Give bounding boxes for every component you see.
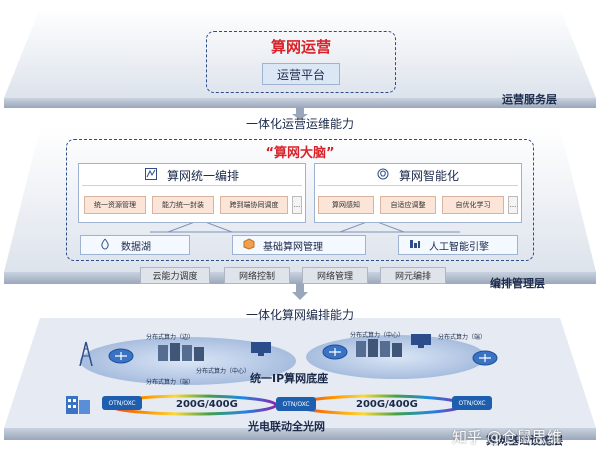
unified-item-0[interactable]: 统一资源管理 bbox=[84, 196, 146, 214]
ai-engine-label: 人工智能引擎 bbox=[429, 241, 489, 253]
cap-network-control[interactable]: 网络控制 bbox=[224, 267, 290, 284]
ops-dashed-box bbox=[206, 31, 396, 93]
orch-layer-label: 编排管理层 bbox=[490, 277, 545, 290]
radio-tower-icon bbox=[79, 341, 93, 366]
speed-label-left: 200G/400G bbox=[176, 399, 238, 410]
cap-network-management[interactable]: 网络管理 bbox=[302, 267, 368, 284]
intelligent-item-more[interactable]: ... bbox=[508, 196, 518, 214]
ops-layer-label: 运营服务层 bbox=[502, 93, 557, 106]
unified-item-2[interactable]: 跨到端协同调度 bbox=[220, 196, 288, 214]
otn-node-1[interactable]: OTN/OXC bbox=[276, 397, 316, 411]
cap-cloud-scheduling[interactable]: 云能力调度 bbox=[140, 267, 210, 284]
basic-compute-net-mgmt-button[interactable]: 基础算网管理 bbox=[232, 235, 366, 255]
unified-orch-header[interactable]: 算网统一编排 bbox=[82, 166, 302, 186]
computer-icon-2 bbox=[411, 334, 431, 348]
brain-icon bbox=[377, 168, 389, 183]
intelligent-item-1[interactable]: 自适应调整 bbox=[380, 196, 436, 214]
otn-node-0[interactable]: OTN/OXC bbox=[102, 396, 142, 410]
intelligent-header[interactable]: 算网智能化 bbox=[318, 166, 518, 186]
arrow-ops bbox=[292, 108, 308, 120]
ops-platform-button[interactable]: 运营平台 bbox=[262, 63, 340, 85]
unified-item-1[interactable]: 能力统一封装 bbox=[152, 196, 214, 214]
basic-compute-net-mgmt-label: 基础算网管理 bbox=[263, 241, 323, 253]
ip-base-label: 统一IP算网底座 bbox=[250, 372, 329, 385]
router-icon-1 bbox=[108, 348, 134, 364]
building-icon bbox=[66, 396, 90, 414]
cap-ne-orchestration[interactable]: 网元编排 bbox=[380, 267, 446, 284]
water-drop-icon bbox=[99, 238, 111, 253]
wave-chart-icon bbox=[144, 168, 157, 183]
server-cluster-icon-2 bbox=[356, 339, 402, 357]
ai-nodes-icon bbox=[409, 238, 421, 253]
intelligent-title: 算网智能化 bbox=[398, 169, 459, 183]
server-cluster-icon-1 bbox=[158, 343, 204, 361]
optical-network-label: 光电联动全光网 bbox=[248, 420, 325, 433]
compute-center-label: 分布式算力（中心） bbox=[196, 368, 251, 375]
compute-center2-label: 分布式算力（中心） bbox=[350, 332, 405, 339]
ops-title: 算网运营 bbox=[270, 38, 331, 56]
router-icon-3 bbox=[472, 350, 498, 366]
ops-capability-caption: 一体化运营运维能力 bbox=[245, 117, 354, 131]
router-icon-2 bbox=[322, 344, 348, 360]
orch-dashed-box bbox=[66, 139, 534, 261]
computer-icon-1 bbox=[251, 342, 271, 356]
cube-icon bbox=[243, 237, 255, 253]
speed-label-right: 200G/400G bbox=[356, 399, 418, 410]
infra-slab-side bbox=[4, 428, 596, 440]
arrow-orch bbox=[292, 284, 308, 300]
otn-node-2[interactable]: OTN/OXC bbox=[452, 396, 492, 410]
compute-end2-label: 分布式算力（端） bbox=[438, 334, 487, 341]
orch-capability-caption: 一体化算网编排能力 bbox=[245, 308, 354, 322]
data-lake-button[interactable]: 数据湖 bbox=[80, 235, 190, 255]
watermark: 知乎 @仓鼠思维 bbox=[452, 428, 562, 446]
brain-title: “算网大脑” bbox=[265, 146, 335, 161]
data-lake-label: 数据湖 bbox=[121, 241, 151, 253]
ai-engine-button[interactable]: 人工智能引擎 bbox=[398, 235, 518, 255]
compute-edge-label: 分布式算力（边） bbox=[146, 334, 195, 341]
unified-orch-title: 算网统一编排 bbox=[166, 169, 239, 183]
intelligent-item-0[interactable]: 算网感知 bbox=[318, 196, 374, 214]
infra-layer-label: 算网基础设施层 bbox=[486, 434, 563, 447]
intelligent-item-2[interactable]: 自优化学习 bbox=[442, 196, 504, 214]
unified-item-more[interactable]: ... bbox=[292, 196, 302, 214]
ops-slab-side bbox=[4, 98, 596, 108]
compute-end-label: 分布式算力（端） bbox=[146, 379, 195, 386]
ops-slab-top bbox=[4, 8, 596, 98]
